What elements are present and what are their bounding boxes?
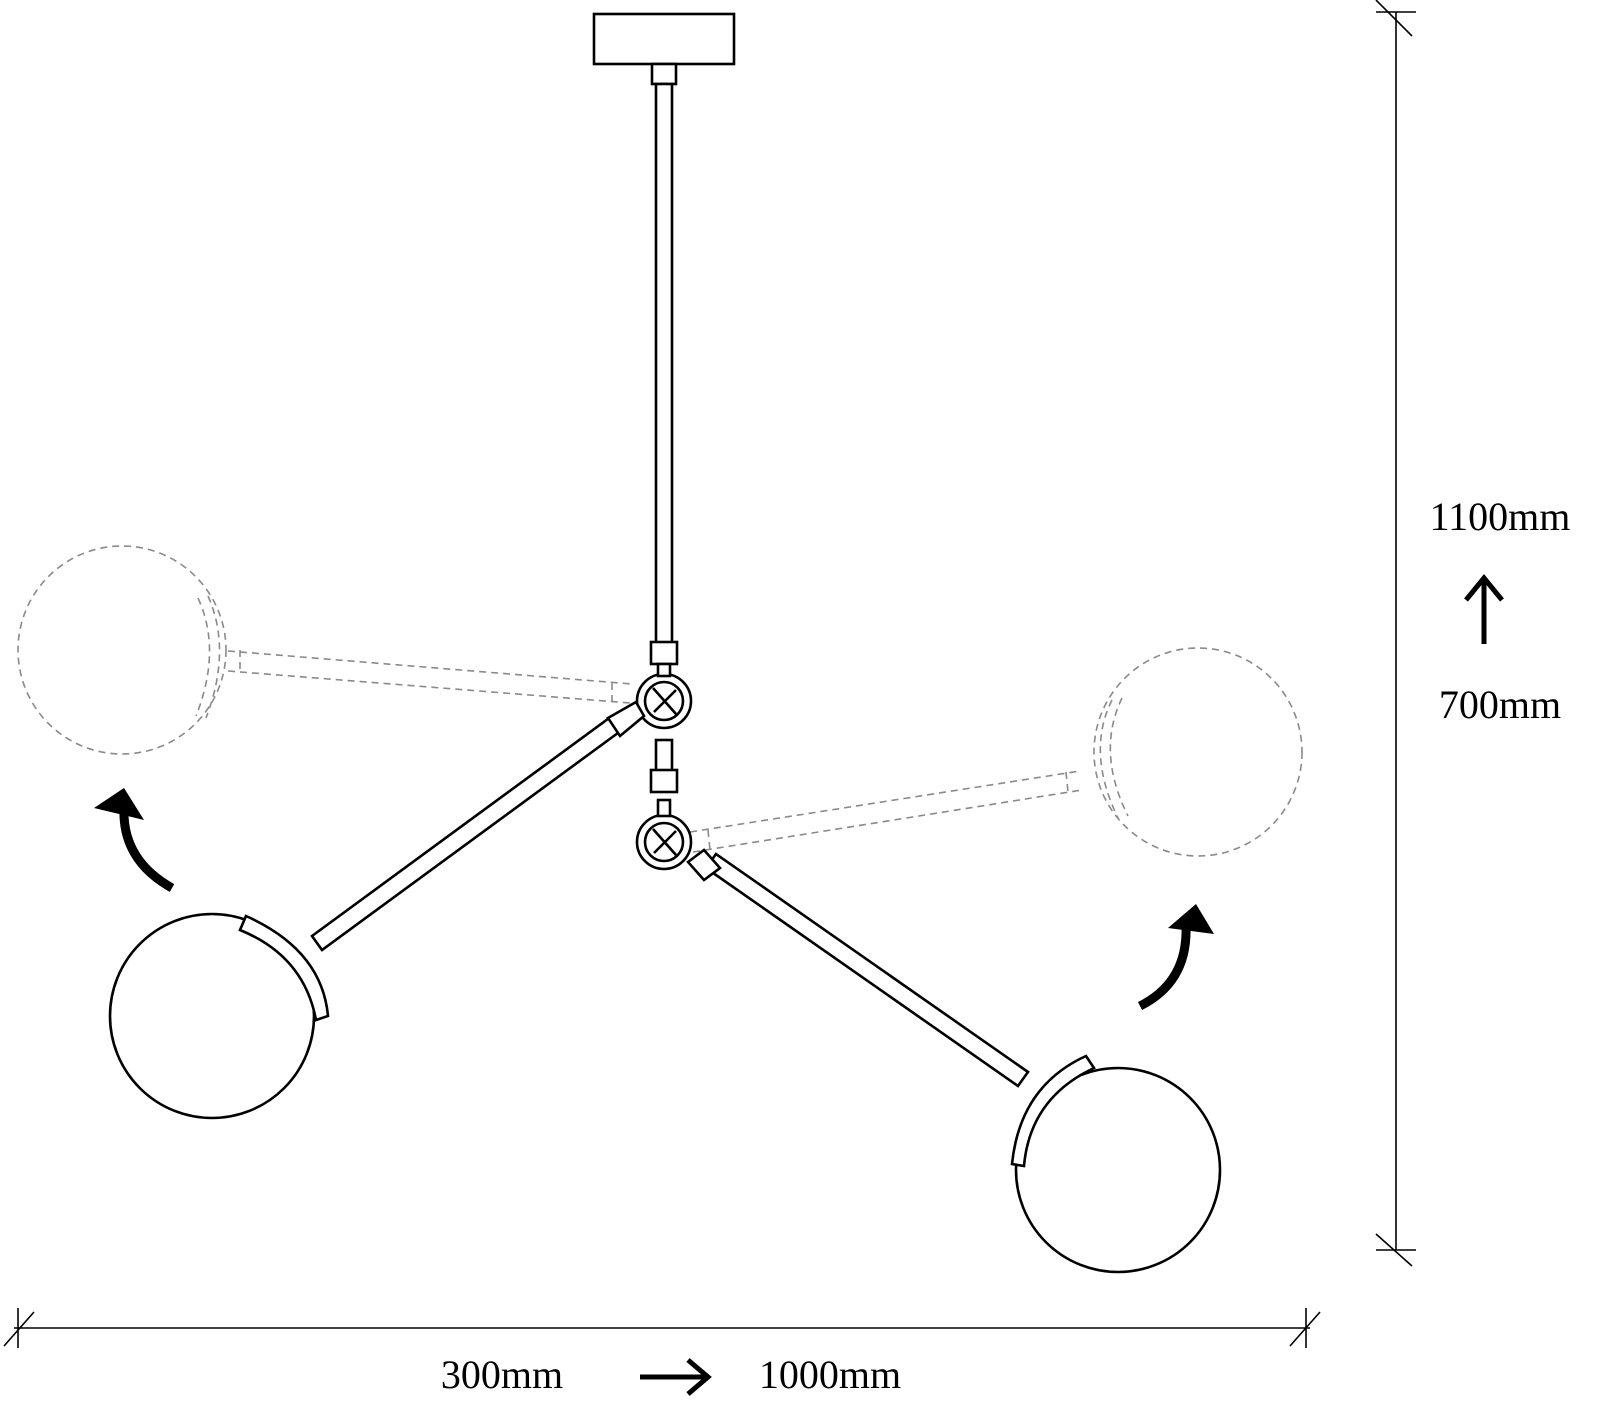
lower-joint [635, 798, 693, 871]
ghost-arm-right [689, 770, 1083, 853]
right-globe [1010, 1054, 1222, 1274]
arrow-right-icon [640, 1358, 712, 1396]
ghost-globe-left [17, 545, 227, 755]
stem-collar [649, 640, 679, 666]
ghost-globe-right [1093, 647, 1303, 857]
main-stem [654, 82, 674, 646]
width-max-label: 1000mm [759, 1352, 901, 1397]
ceiling-canopy [592, 12, 736, 66]
width-min-label: 300mm [441, 1352, 563, 1397]
height-min-label: 700mm [1439, 682, 1561, 727]
arrow-up-icon [1464, 574, 1504, 644]
left-globe [108, 912, 330, 1120]
curved-arrow-icon [1137, 904, 1214, 1011]
middle-collar [649, 768, 679, 794]
height-max-label: 1100mm [1430, 494, 1571, 539]
middle-stem [654, 738, 674, 774]
right-arm [686, 848, 1030, 1088]
upper-joint [635, 662, 693, 730]
ghost-arm-left [227, 650, 633, 704]
curved-arrow-icon [94, 788, 175, 892]
width-dimension-line [3, 1308, 1321, 1348]
height-dimension-line [1375, 0, 1416, 1267]
left-arm [310, 700, 646, 952]
canopy-coupler [650, 62, 678, 86]
